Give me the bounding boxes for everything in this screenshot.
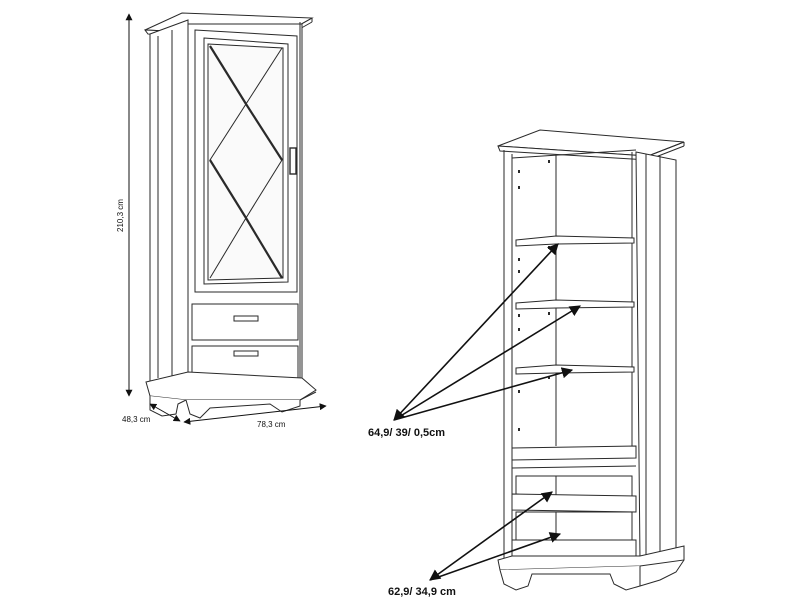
closed-cabinet xyxy=(143,12,317,419)
dimension-lines xyxy=(125,13,327,425)
open-cabinet xyxy=(497,129,685,591)
lower-shelf-callout: 62,9/ 34,9 cm xyxy=(388,586,456,598)
glass-shelf-callout: 64,9/ 39/ 0,5cm xyxy=(368,427,446,439)
width-dimension-label: 78,3 cm xyxy=(257,420,286,429)
depth-dimension-label: 48,3 cm xyxy=(122,415,151,424)
callout-arrows xyxy=(393,243,581,581)
height-dimension-label: 210,3 cm xyxy=(116,199,125,232)
